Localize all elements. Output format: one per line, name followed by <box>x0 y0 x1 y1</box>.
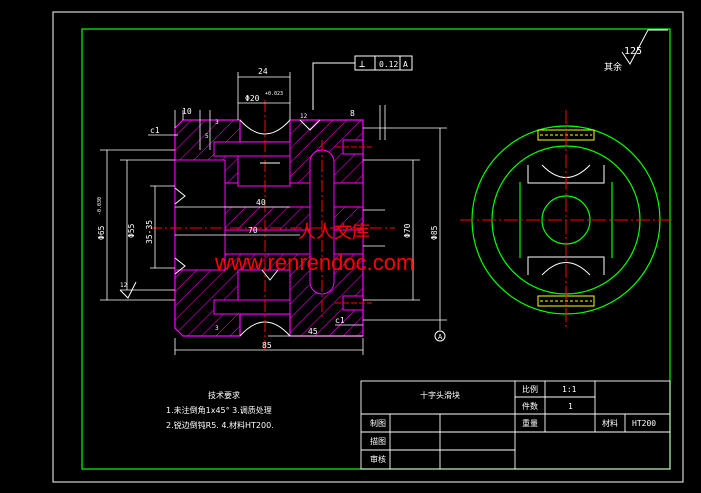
dimension-texts: 24 Φ20 +0.023 10 8 40 70 45 85 c1 c1 5 3… <box>120 67 443 350</box>
svg-text:其余: 其余 <box>604 61 622 73</box>
dim-8: 8 <box>350 109 355 118</box>
dim-phi70: Φ70 <box>403 223 412 238</box>
watermark-line1: 人人文库 <box>298 222 370 243</box>
roughness-mark-slot <box>261 269 279 281</box>
dim-85: 85 <box>262 341 272 350</box>
qty-value: 1 <box>568 402 573 411</box>
datum-a-label: A <box>438 333 443 341</box>
technical-notes: 技术要求 1.未注倒角1x45° 3.调质处理 2.锐边倒钝R5. 4.材料HT… <box>166 390 274 430</box>
tolerance-frame: ⊥ 0.12 A <box>312 55 413 110</box>
dim-5: 5 <box>205 133 209 140</box>
datum-a-circle <box>434 330 446 342</box>
dim-phi55: Φ55 <box>127 223 136 238</box>
dim-24: 24 <box>258 67 268 76</box>
drawn-label: 制图 <box>370 418 386 428</box>
inner-frame <box>81 28 671 470</box>
title-block <box>360 380 671 470</box>
vertical-dimension-texts: Φ65 -0.030 Φ55 35-35 Φ70 Φ85 <box>97 197 439 244</box>
svg-text:A: A <box>403 60 408 69</box>
dim-12-top: 12 <box>300 113 308 120</box>
approved-label: 审核 <box>370 454 386 464</box>
svg-text:⊥: ⊥ <box>359 59 365 70</box>
svg-text:125: 125 <box>624 46 642 57</box>
dim-3-bottom: 3 <box>215 325 219 332</box>
roughness-symbol: 125 其余 <box>604 29 668 73</box>
dim-c1-bottom: c1 <box>335 316 345 325</box>
notes-line-2: 2.锐边倒钝R5. 4.材料HT200. <box>166 420 274 430</box>
scale-label: 比例 <box>522 384 538 394</box>
roughness-mark-left <box>119 281 137 299</box>
scale-value: 1:1 <box>562 385 577 394</box>
dim-45: 45 <box>308 327 318 336</box>
roughness-mark-top <box>299 119 321 131</box>
qty-label: 件数 <box>522 401 538 411</box>
title-block-text: 十字头滑块 比例 1:1 件数 1 制图 描图 审核 重量 材料 HT200 <box>370 384 656 464</box>
dim-35-35: 35-35 <box>145 220 154 244</box>
dim-phi85: Φ85 <box>430 225 439 240</box>
outer-frame <box>52 11 684 483</box>
dim-12-left: 12 <box>120 282 128 289</box>
checked-label: 描图 <box>370 436 386 446</box>
dim-70: 70 <box>248 226 258 235</box>
roughness-mark-bore <box>174 187 186 205</box>
notes-line-1: 1.未注倒角1x45° 3.调质处理 <box>166 405 272 415</box>
watermark: 人人文库 www.renrendoc.com <box>214 222 414 275</box>
weight-label: 重量 <box>522 418 538 428</box>
end-view <box>460 110 672 330</box>
notes-title: 技术要求 <box>208 390 240 400</box>
roughness-mark-bore2 <box>174 257 186 275</box>
dim-10: 10 <box>182 107 192 116</box>
dim-phi65: Φ65 <box>97 225 106 240</box>
material-label: 材料 <box>602 418 618 428</box>
part-name: 十字头滑块 <box>420 390 460 400</box>
dim-phi65-tol: -0.030 <box>97 197 103 215</box>
section-view <box>150 100 395 350</box>
dim-phi20: Φ20 <box>245 94 260 103</box>
dim-3: 3 <box>215 119 219 126</box>
material-value: HT200 <box>632 419 656 428</box>
svg-text:0.12: 0.12 <box>379 60 398 69</box>
dim-phi20-tol: +0.023 <box>265 91 283 97</box>
dimension-lines <box>100 72 447 355</box>
dim-c1: c1 <box>150 126 160 135</box>
dim-40: 40 <box>256 198 266 207</box>
watermark-line2: www.renrendoc.com <box>214 250 414 275</box>
